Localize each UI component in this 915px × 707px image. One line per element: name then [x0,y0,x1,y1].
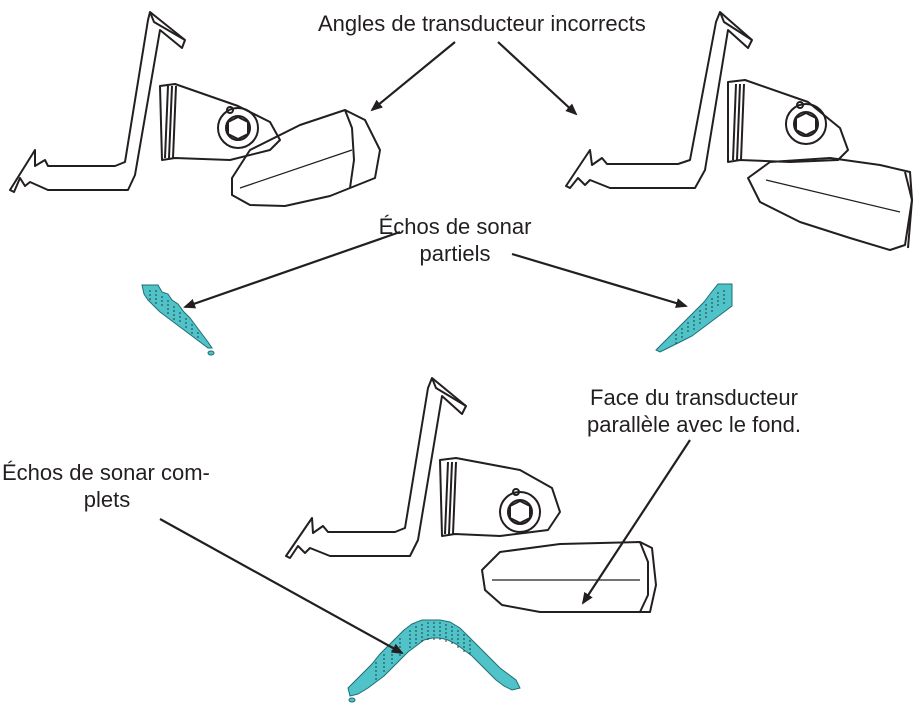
arrows [159,41,691,654]
arrow-to-top-left-transducer [370,41,456,112]
arrow-to-complete-echo [159,518,404,654]
transducer-body [747,157,913,251]
label-partial-echoes-line1: Échos de sonar [378,214,532,239]
label-incorrect-angles: Angles de transducteur incorrects [318,11,646,36]
mount-bracket [565,11,753,189]
bolt [785,103,827,145]
mount-bracket [9,11,186,193]
label-complete-echoes-line2: plets [83,487,131,512]
mount-arm [439,457,561,537]
arrow-to-transducer-face [581,439,691,605]
echo-complete [347,619,521,703]
transducer-top-right [565,11,913,251]
mount-arm [159,83,281,161]
label-face-parallel-line1: Face du transducteur [590,385,798,410]
bolt [499,491,541,533]
echo-partial-left [141,284,215,356]
echo-partial-right [655,283,733,353]
label-complete-echoes: Échos de sonar com- plets [2,459,212,513]
arrow-to-top-right-transducer [497,41,578,116]
transducer-body [481,541,657,613]
transducer-top-left [9,11,381,207]
label-complete-echoes-line1: Échos de sonar com- [2,460,210,485]
arrow-to-right-partial-echo [511,252,688,308]
mount-bracket [285,377,467,559]
arrow-to-left-partial-echo [183,230,401,309]
mount-arm [727,79,849,163]
bolt [217,107,259,149]
transducer-body [231,109,381,207]
label-face-parallel: Face du transducteur parallèle avec le f… [564,384,824,438]
label-partial-echoes-line2: partiels [419,241,491,266]
transducer-bottom-center [285,377,657,613]
label-partial-echoes: Échos de sonar partiels [355,213,555,267]
label-face-parallel-line2: parallèle avec le fond. [586,412,802,437]
